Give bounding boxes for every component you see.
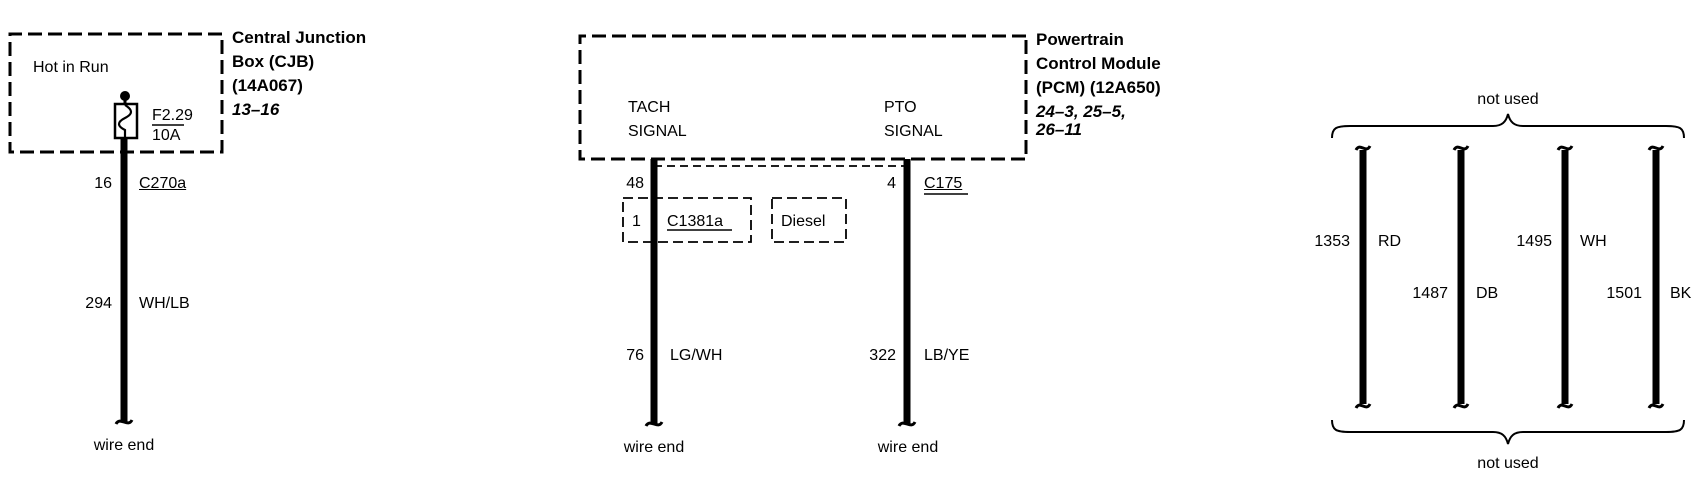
cjb-outline [8, 32, 224, 154]
unused-color-bk: BK [1670, 285, 1692, 302]
unused-wire-1501 [1647, 145, 1665, 409]
pto-wire-end: wire end [877, 439, 939, 456]
unused-wire-1353 [1354, 145, 1372, 409]
pto-circuit: 322 [869, 347, 896, 364]
pto-wire-break [897, 421, 917, 427]
pcm-title-line-3: (PCM) (12A650) [1036, 78, 1161, 97]
tach-circuit: 76 [626, 347, 644, 364]
c1381a-pin: 1 [632, 213, 641, 230]
pto-signal-label-1: PTO [884, 99, 917, 116]
pcm-title: Powertrain Control Module (PCM) (12A650)… [1036, 28, 1161, 142]
pcm-title-line-1: Powertrain [1036, 30, 1124, 49]
pcm-page-ref-2: 26–11 [1036, 120, 1083, 139]
pcm-outline [578, 34, 1028, 161]
tach-wire-color: LG/WH [670, 347, 723, 364]
tach-shield [654, 165, 906, 172]
unused-circuit-1487: 1487 [1412, 285, 1448, 302]
pto-wire-color: LB/YE [924, 347, 970, 364]
c1381a-outline [622, 197, 752, 243]
not-used-bottom-brace [1331, 419, 1685, 445]
not-used-top-label: not used [1477, 91, 1539, 108]
cjb-connector: C270a [139, 175, 187, 192]
unused-color-db: DB [1476, 285, 1499, 302]
c1381a-connector: C1381a [667, 213, 724, 230]
not-used-top-brace [1331, 113, 1685, 139]
tach-wire-end: wire end [623, 439, 685, 456]
unused-circuit-1353: 1353 [1314, 233, 1350, 250]
diesel-label: Diesel [781, 213, 826, 230]
cjb-supply-label: Hot in Run [33, 59, 109, 76]
cjb-title: Central Junction Box (CJB) (14A067) 13–1… [232, 26, 366, 122]
pcm-title-line-2: Control Module [1036, 54, 1161, 73]
cjb-title-line-3: (14A067) [232, 76, 303, 95]
unused-wire-1495 [1556, 145, 1574, 409]
pcm-page-ref-1: 24–3, 25–5, [1036, 102, 1126, 121]
pto-signal-label-2: SIGNAL [884, 123, 943, 140]
cjb-fuse-element [117, 104, 133, 137]
cjb-circuit: 294 [85, 295, 112, 312]
cjb-wire-break [114, 419, 134, 425]
cjb-page-ref: 13–16 [232, 100, 280, 119]
pto-pin: 4 [887, 175, 896, 192]
tach-pin: 48 [626, 175, 644, 192]
cjb-title-line-2: Box (CJB) [232, 52, 315, 71]
cjb-fuse-id: F2.29 [152, 107, 193, 124]
unused-wire-1487 [1452, 145, 1470, 409]
cjb-title-line-1: Central Junction [232, 28, 367, 47]
diesel-outline [771, 197, 847, 243]
tach-signal-label-2: SIGNAL [628, 123, 687, 140]
unused-color-rd: RD [1378, 233, 1402, 250]
unused-circuit-1495: 1495 [1516, 233, 1552, 250]
cjb-fuse-rating: 10A [152, 127, 181, 144]
tach-signal-label-1: TACH [628, 99, 671, 116]
not-used-bottom-label: not used [1477, 455, 1539, 472]
tach-wire-break [644, 421, 664, 427]
pto-connector: C175 [924, 175, 963, 192]
unused-color-wh: WH [1580, 233, 1607, 250]
cjb-wire-end: wire end [93, 437, 155, 454]
cjb-wire-color: WH/LB [139, 295, 190, 312]
cjb-pin: 16 [94, 175, 112, 192]
unused-circuit-1501: 1501 [1606, 285, 1642, 302]
